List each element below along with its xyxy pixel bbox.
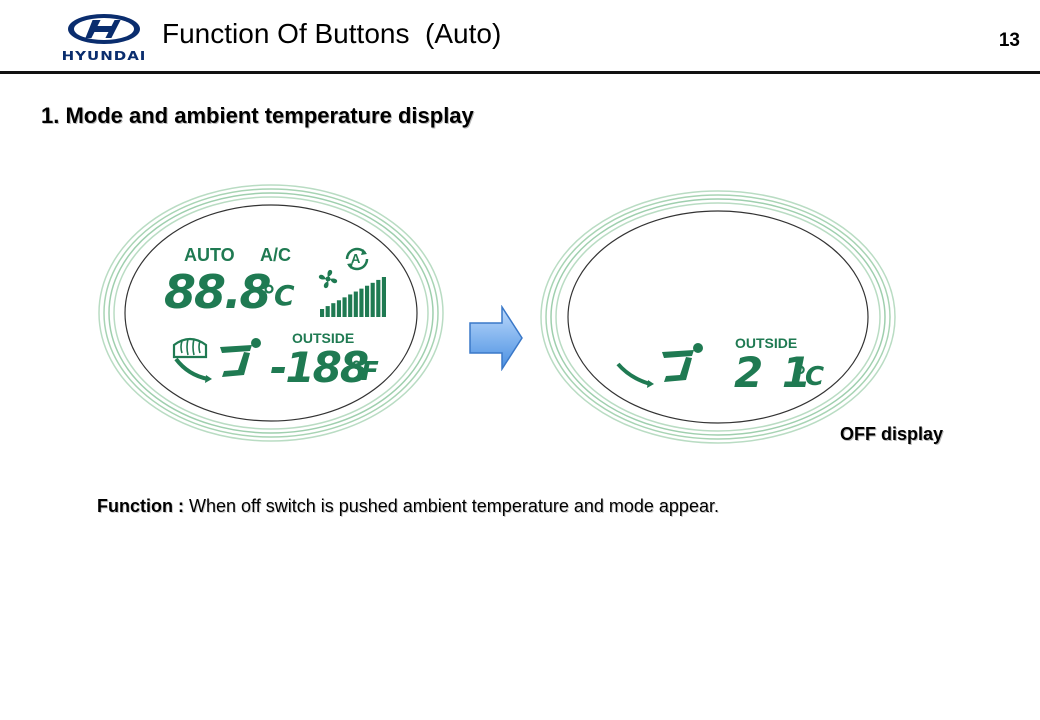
- fan-level-bar: [336, 300, 342, 317]
- page-number: 13: [998, 30, 1020, 51]
- function-label: Function :: [97, 496, 189, 516]
- fan-level-bar: [325, 306, 330, 317]
- outside-label: OUTSIDE: [292, 330, 355, 346]
- set-temperature-unit: °C: [262, 279, 295, 312]
- fan-level-bars: [320, 277, 386, 317]
- hyundai-wordmark: HYUNDAI: [61, 48, 147, 64]
- outside-temperature-unit: °C: [794, 362, 824, 392]
- off-display-caption: OFF display: [840, 424, 944, 444]
- function-description: Function : When off switch is pushed amb…: [97, 496, 719, 517]
- hyundai-logo: HYUNDAI: [54, 12, 154, 64]
- fan-level-bar: [348, 294, 353, 317]
- fan-level-bar: [365, 285, 370, 317]
- function-text: When off switch is pushed ambient temper…: [188, 496, 719, 516]
- outside-label: OUTSIDE: [735, 335, 798, 351]
- section-heading: 1. Mode and ambient temperature display: [41, 103, 474, 128]
- slide-title: Function Of Buttons (Auto): [162, 18, 502, 49]
- fan-icon: [318, 269, 338, 289]
- fan-level-bar: [381, 277, 386, 317]
- airflow-mode-icon: [616, 343, 703, 388]
- airflow-mode-icon: [174, 338, 261, 383]
- fan-level-bar: [342, 297, 347, 317]
- display-bezel: [540, 190, 896, 444]
- auto-indicator: AUTO: [184, 245, 235, 265]
- fan-level-bar: [376, 279, 381, 317]
- fan-level-bar: [331, 303, 336, 317]
- display-full-segments: AUTO A/C A 88.8 °C OUTSIDE -188 °F: [98, 183, 444, 443]
- display-bezel: [98, 184, 444, 442]
- fan-level-bar: [320, 309, 325, 317]
- header-divider: [0, 71, 1040, 74]
- auto-recirculation-letter: A: [351, 251, 361, 266]
- hyundai-emblem-icon: [68, 14, 140, 44]
- fan-level-bar: [359, 288, 364, 317]
- auto-recirculation-icon: [345, 247, 369, 271]
- outside-temperature-unit: °F: [350, 357, 379, 387]
- outside-temperature: 2 1: [734, 348, 814, 397]
- slide-header: HYUNDAI Function Of Buttons (Auto) 13: [0, 0, 1040, 76]
- set-temperature: 88.8: [164, 265, 271, 319]
- ac-indicator: A/C: [260, 245, 291, 265]
- rear-defrost-icon: [172, 337, 208, 359]
- right-arrow-icon: [469, 305, 523, 371]
- fan-level-bar: [353, 291, 358, 317]
- outside-temperature: -188: [270, 343, 369, 392]
- fan-level-bar: [370, 282, 375, 317]
- display-off-state: OUTSIDE 2 1 °C: [540, 190, 896, 446]
